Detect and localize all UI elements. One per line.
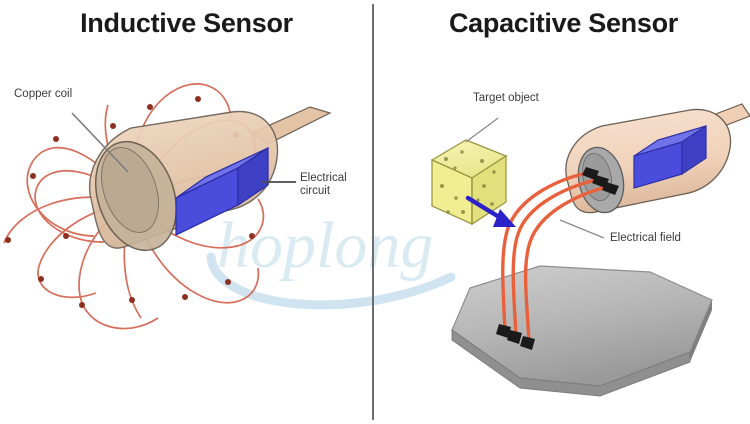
electrical-field-arrowheads: [496, 167, 619, 350]
panel-divider: [372, 4, 374, 420]
label-electrical-circuit: Electrical circuit: [300, 172, 347, 197]
target-direction-arrow: [465, 195, 516, 227]
target-object-leader: [465, 117, 499, 143]
label-electrical-field: Electrical field: [610, 232, 681, 244]
magnetic-field-markers: [5, 96, 255, 308]
copper-coil-leader: [71, 112, 129, 173]
label-target-object: Target object: [473, 92, 539, 104]
left-panel-title: Inductive Sensor: [80, 8, 293, 38]
right-panel-title: Capacitive Sensor: [448, 8, 678, 38]
metal-slab: [451, 265, 713, 397]
label-copper-coil: Copper coil: [14, 88, 73, 100]
copper-coil-inner: [101, 147, 159, 233]
electrical-circuit-box-right: [633, 124, 707, 189]
electrical-circuit-box-left: [175, 146, 269, 237]
electrical-field-leader: [559, 219, 605, 239]
target-object-cube: [430, 139, 508, 226]
electrical-field-lines: [501, 170, 612, 344]
